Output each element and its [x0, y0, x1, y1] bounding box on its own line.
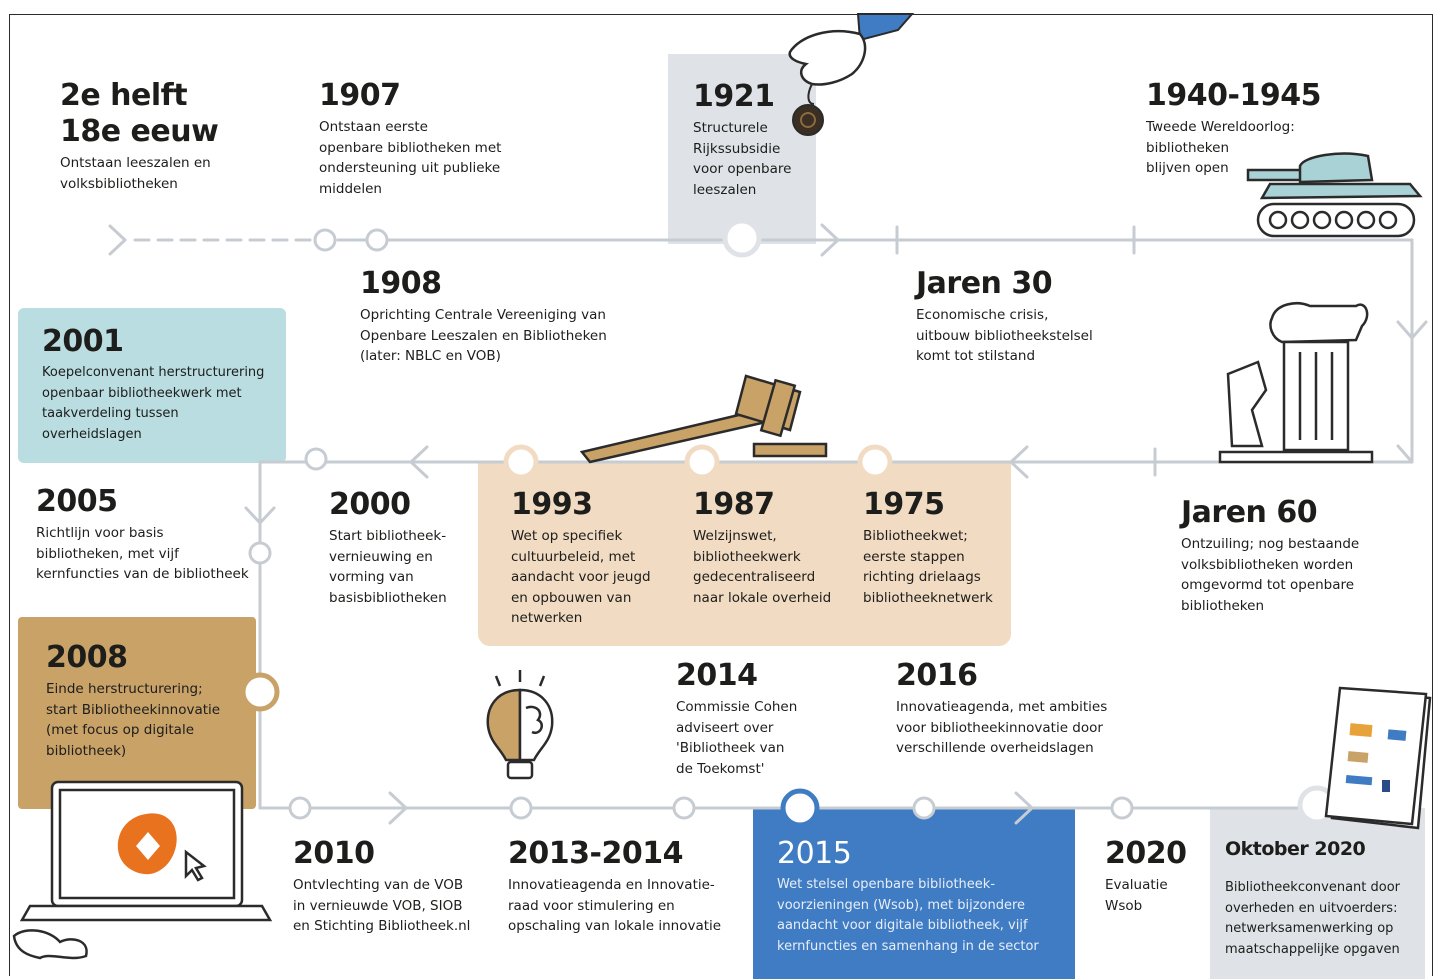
panel-2001 [18, 308, 286, 463]
gavel-icon [579, 374, 828, 464]
event-2013-2014: 2013-2014 Innovatieagenda en Innovatie-r… [508, 836, 721, 937]
event-year: 1975 [863, 487, 945, 522]
report-booklet-icon [1324, 686, 1432, 830]
event-year: 2013-2014 [508, 836, 683, 871]
event-description: Wet stelsel openbare bibliotheek-voorzie… [777, 877, 1039, 954]
event-1940-1945: 1940-1945 Tweede Wereldoorlog:bibliothek… [1146, 78, 1321, 179]
event-jaren-30: Jaren 30 Economische crisis,uitbouw bibl… [916, 266, 1093, 367]
event-year: 1987 [693, 487, 775, 522]
panel-oktober-2020 [1210, 808, 1425, 979]
tank-icon [1246, 152, 1423, 238]
frame-border [9, 14, 1433, 976]
panel-1993-1975 [478, 462, 1011, 646]
event-description: Einde herstructurering;start Bibliotheek… [46, 681, 221, 759]
panel-2008 [18, 617, 256, 809]
event-year: 2001 [42, 324, 124, 359]
event-year: Jaren 60 [1181, 495, 1318, 530]
laptop-icon [12, 780, 273, 960]
event-2015: 2015 Wet stelsel openbare bibliotheek-vo… [777, 836, 1039, 957]
event-1908: 1908 Oprichting Centrale Vereeniging van… [360, 266, 607, 367]
event-year: 1993 [511, 487, 593, 522]
event-year: 2005 [36, 484, 118, 519]
event-year: 2015 [777, 836, 852, 871]
event-year: 1908 [360, 266, 442, 301]
event-year: 2014 [676, 658, 758, 693]
event-year: 1940-1945 [1146, 78, 1321, 113]
panel-1921 [668, 54, 816, 244]
broken-column-icon [1218, 302, 1374, 464]
event-description: Economische crisis,uitbouw bibliotheekst… [916, 307, 1093, 364]
event-year: 2008 [46, 640, 128, 675]
event-year: 2010 [293, 836, 375, 871]
hand-coin-icon [788, 13, 915, 136]
event-year: Jaren 30 [916, 266, 1053, 301]
arrow-start [108, 224, 127, 256]
event-year: 2000 [329, 487, 411, 522]
event-year: 1921 [693, 79, 775, 114]
event-description: Innovatieagenda en Innovatie-raad voor s… [508, 877, 722, 934]
event-year: Oktober 2020 [1225, 838, 1366, 860]
event-year: 2016 [896, 658, 978, 693]
panel-2015 [753, 808, 1075, 979]
lightbulb-brain-icon [486, 670, 554, 780]
event-year: 1907 [319, 78, 401, 113]
event-year: 2020 [1105, 836, 1187, 871]
event-2008: 2008 Einde herstructurering;start Biblio… [46, 640, 220, 761]
